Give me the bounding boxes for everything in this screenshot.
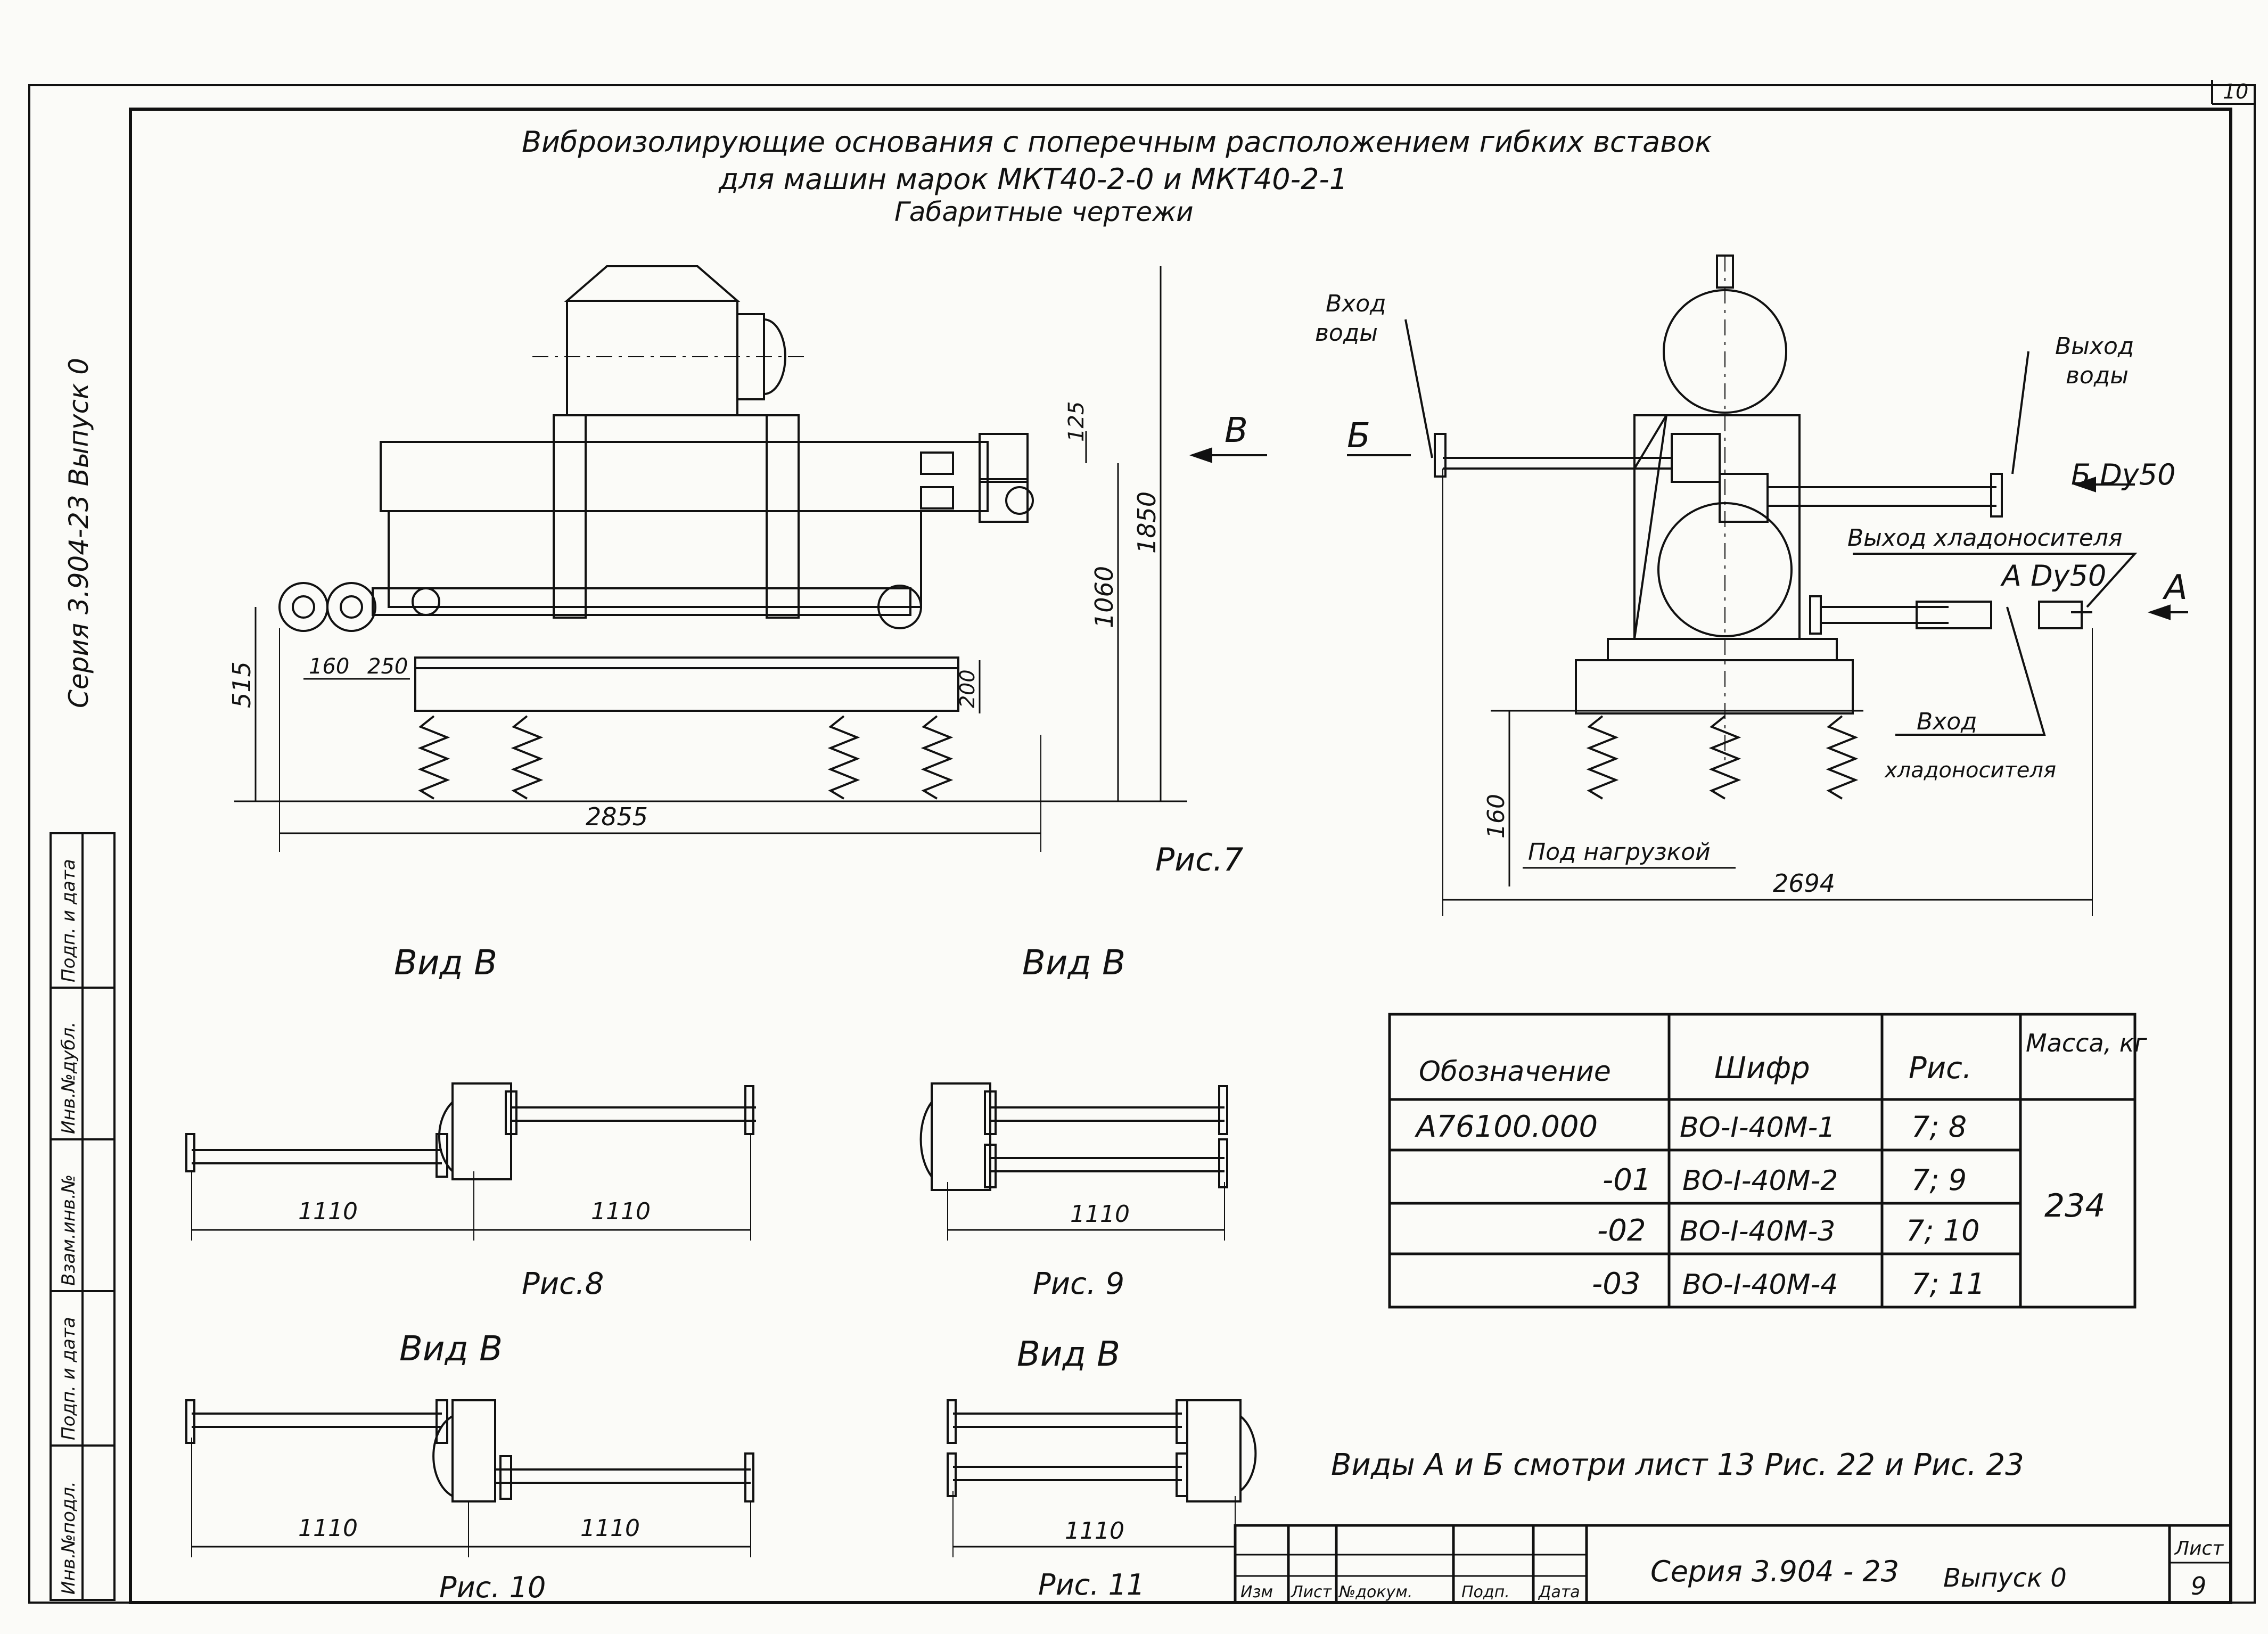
strip-label-4: Инв.№дубл. xyxy=(58,1022,79,1134)
fig7-view-arrow-label: В xyxy=(1225,411,1248,450)
side-view-labels: Вход воды Выход воды Б Б Dy50 Выход хлад… xyxy=(1315,290,2188,898)
dim-2694: 2694 xyxy=(1773,869,1835,898)
title-line-2: для машин марок МКТ40-2-0 и МКТ40-2-1 xyxy=(718,162,1347,196)
table-header-mass: Масса, кг xyxy=(2026,1029,2148,1057)
dim-160: 160 xyxy=(309,654,349,679)
fig10-dim-left: 1110 xyxy=(298,1515,358,1542)
left-strip-labels: Инв.№подл. Подп. и дата Взам.инв.№ Инв.№… xyxy=(58,859,79,1595)
title-block xyxy=(1234,1524,2232,1604)
table-row3-fig: 7; 10 xyxy=(1906,1214,1979,1247)
table-row1-code: ВО-I-40М-1 xyxy=(1680,1112,1835,1144)
sheet-frame xyxy=(28,80,2256,1604)
fig11-caption: Рис. 11 xyxy=(1038,1568,1145,1602)
water-out-label-2: воды xyxy=(2066,362,2129,389)
fig7-caption: Рис.7 xyxy=(1155,841,1243,878)
stamp-sheet-label: Лист xyxy=(2174,1538,2224,1559)
left-approval-strip xyxy=(50,832,116,1601)
cut-a-left: А Dy50 xyxy=(2000,559,2106,593)
table-row1-designation: А76100.000 xyxy=(1415,1110,1598,1144)
strip-label-5: Подп. и дата xyxy=(58,859,79,982)
fig11-view xyxy=(947,1399,1257,1557)
strip-label-2: Подп. и дата xyxy=(58,1317,79,1440)
stamp-col-list: Лист xyxy=(1291,1583,1333,1602)
title-line-3: Габаритные чертежи xyxy=(894,196,1194,227)
water-out-label-1: Выход xyxy=(2055,333,2134,360)
dim-515: 515 xyxy=(227,661,256,708)
table-row4-fig: 7; 11 xyxy=(1911,1267,1985,1301)
stamp-series: Серия 3.904 - 23 xyxy=(1650,1555,1899,1588)
fig9-caption: Рис. 9 xyxy=(1033,1267,1124,1301)
table-row3-code: ВО-I-40М-3 xyxy=(1680,1216,1835,1247)
fig10-dim-right: 1110 xyxy=(580,1515,640,1542)
stamp-issue: Выпуск 0 xyxy=(1943,1563,2067,1593)
table-row1-fig: 7; 8 xyxy=(1911,1110,1967,1144)
table-row4-designation: -03 xyxy=(1592,1267,1640,1301)
strip-label-1: Инв.№подл. xyxy=(58,1481,79,1595)
stamp-col-date: Дата xyxy=(1538,1583,1580,1602)
coolant-in-label-2: хладоносителя xyxy=(1884,758,2056,783)
cut-b-left: Б xyxy=(1347,416,1370,456)
dim-125: 125 xyxy=(1064,401,1089,442)
dim-2855: 2855 xyxy=(586,802,648,831)
views-labels: Вид В 1110 1110 Рис.8 Вид В 1110 Рис. 9 … xyxy=(298,943,1145,1604)
under-load-label: Под нагрузкой xyxy=(1528,839,1711,866)
coolant-in-label-1: Вход xyxy=(1917,708,1977,735)
drawing-title: Виброизолирующие основания с поперечным … xyxy=(522,125,1712,227)
table-row2-fig: 7; 9 xyxy=(1911,1163,1967,1197)
dim-200: 200 xyxy=(956,669,979,708)
side-series-label: Серия 3.904-23 Выпуск 0 xyxy=(63,358,94,708)
fig8-title: Вид В xyxy=(394,943,497,983)
stamp-sheet-number: 9 xyxy=(2191,1572,2206,1600)
fig8-dim-right: 1110 xyxy=(591,1198,651,1225)
title-line-1: Виброизолирующие основания с поперечным … xyxy=(522,125,1712,159)
fig11-dim: 1110 xyxy=(1065,1517,1124,1545)
fig8-view xyxy=(185,1082,756,1241)
fig11-title: Вид В xyxy=(1017,1335,1120,1374)
strip-label-3: Взам.инв.№ xyxy=(58,1175,79,1286)
cut-a-right: А xyxy=(2162,568,2188,607)
spec-table-text: Обозначение Шифр Рис. Масса, кг А76100.0… xyxy=(1415,1029,2148,1301)
cut-b-right: Б Dy50 xyxy=(2071,458,2175,491)
fig8-dim-left: 1110 xyxy=(298,1198,358,1225)
fig9-view xyxy=(919,1082,1228,1241)
water-in-label-2: воды xyxy=(1315,319,1378,347)
fig10-title: Вид В xyxy=(399,1329,503,1369)
table-mass-value: 234 xyxy=(2044,1187,2106,1225)
dim-250: 250 xyxy=(367,654,408,679)
fig7-front-view xyxy=(234,265,1267,852)
stamp-col-doc: №докум. xyxy=(1338,1583,1412,1602)
fig10-caption: Рис. 10 xyxy=(439,1571,546,1604)
table-row2-designation: -01 xyxy=(1603,1163,1651,1197)
table-row4-code: ВО-I-40М-4 xyxy=(1682,1269,1838,1301)
dim-1850: 1850 xyxy=(1132,491,1161,554)
title-block-text: Изм Лист №докум. Подп. Дата Серия 3.904 … xyxy=(1240,1538,2224,1602)
table-header-designation: Обозначение xyxy=(1419,1056,1611,1088)
spec-table xyxy=(1388,1013,2136,1309)
sheet-corner-number: 10 xyxy=(2223,80,2248,103)
fig10-view xyxy=(185,1399,754,1557)
fig9-dim: 1110 xyxy=(1070,1201,1130,1228)
stamp-col-izm: Изм xyxy=(1240,1583,1273,1602)
table-header-fig: Рис. xyxy=(1909,1051,1972,1086)
water-in-label-1: Вход xyxy=(1326,290,1386,317)
table-header-code: Шифр xyxy=(1714,1051,1810,1086)
table-row3-designation: -02 xyxy=(1597,1213,1646,1248)
views-note: Виды А и Б смотри лист 13 Рис. 22 и Рис.… xyxy=(1331,1448,2024,1482)
coolant-out-label: Выход хладоносителя xyxy=(1847,524,2123,552)
dim-160-side: 160 xyxy=(1483,794,1510,839)
dim-1060: 1060 xyxy=(1090,566,1119,628)
fig8-caption: Рис.8 xyxy=(522,1267,604,1301)
fig7-labels: В 125 1850 1060 515 160 250 200 2855 Рис… xyxy=(227,401,1248,878)
table-row2-code: ВО-I-40М-2 xyxy=(1682,1165,1838,1197)
fig9-title: Вид В xyxy=(1022,943,1125,983)
stamp-col-sign: Подп. xyxy=(1461,1583,1510,1602)
side-view xyxy=(1347,254,2188,916)
